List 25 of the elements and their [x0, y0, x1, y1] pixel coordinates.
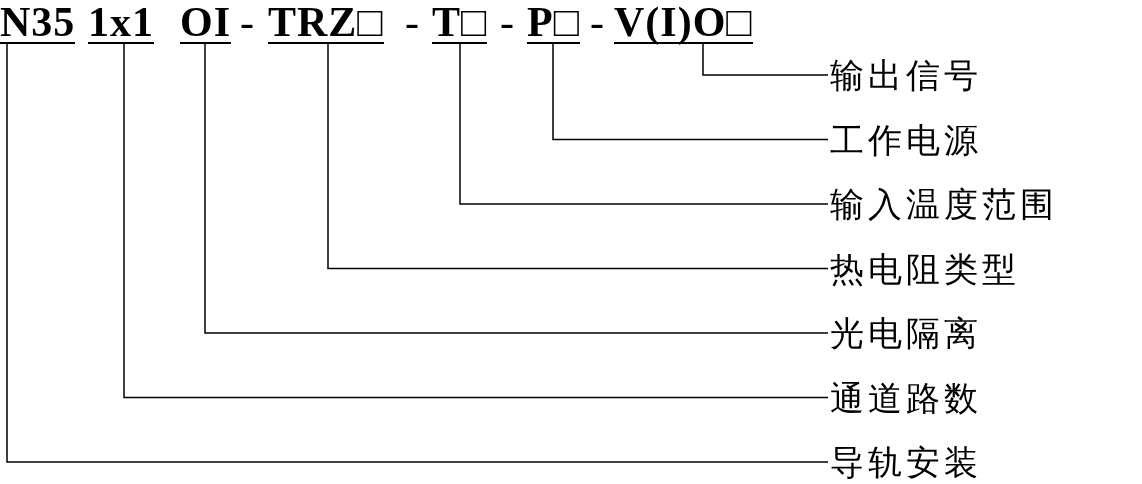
field-label: 光电隔离 — [830, 313, 982, 353]
leader-line — [327, 43, 829, 270]
leader-line — [204, 43, 829, 334]
field-label: 热电阻类型 — [830, 248, 1020, 289]
separator-dash: - — [500, 2, 514, 42]
leader-line — [123, 43, 829, 399]
leader-line — [6, 43, 829, 463]
field-label: 输出信号 — [830, 55, 982, 95]
model-code-segment: TRZ□ — [268, 2, 384, 44]
leader-line — [459, 43, 829, 205]
separator-dash: - — [240, 2, 254, 42]
field-label: 工作电源 — [830, 119, 982, 160]
model-code-segment: 1x1 — [88, 2, 154, 44]
model-code-segment: T□ — [432, 2, 488, 44]
field-label: 导轨安装 — [830, 442, 982, 482]
model-code-segment: P□ — [527, 2, 581, 44]
model-code-segment: OI — [180, 2, 231, 44]
leader-line — [552, 43, 829, 141]
separator-dash: - — [405, 2, 419, 42]
separator-dash: - — [590, 2, 604, 42]
model-code-segment: V(I)O□ — [614, 2, 753, 44]
field-label: 通道路数 — [830, 377, 982, 418]
field-label: 输入温度范围 — [830, 184, 1058, 224]
model-code-segment: N35 — [0, 2, 76, 44]
leader-line — [702, 43, 829, 76]
